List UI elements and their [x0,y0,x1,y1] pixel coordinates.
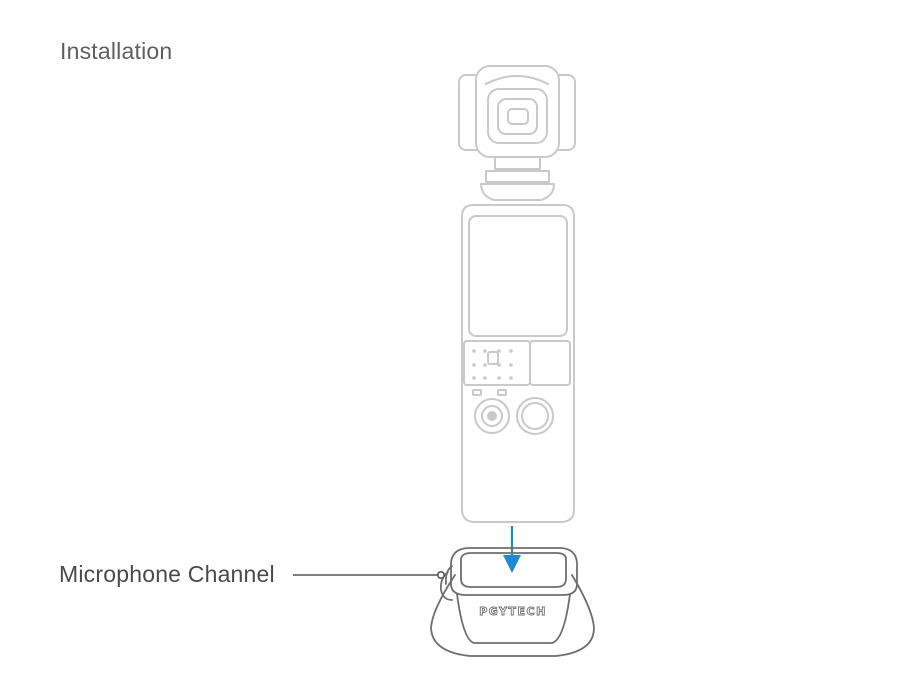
device-socket [460,552,567,588]
gimbal-neck [494,156,541,170]
indicator-light [472,389,482,396]
down-arrow-icon [503,526,521,573]
led-dots [472,349,513,380]
page-title: Installation [60,38,173,64]
function-button [474,398,510,434]
base-brand-logo: PGYTECH [479,605,547,618]
pocket-camera-device [458,65,576,523]
shutter-button [516,397,554,435]
touch-screen [468,215,568,337]
mount-base [430,547,595,657]
lens-icon [507,108,529,125]
base-body [430,574,595,657]
front-panel [456,593,571,644]
microphone-channel-callout [293,570,445,579]
microphone-channel-label: Microphone Channel [59,561,275,587]
lens-housing [487,88,548,144]
handle-body [461,204,575,523]
